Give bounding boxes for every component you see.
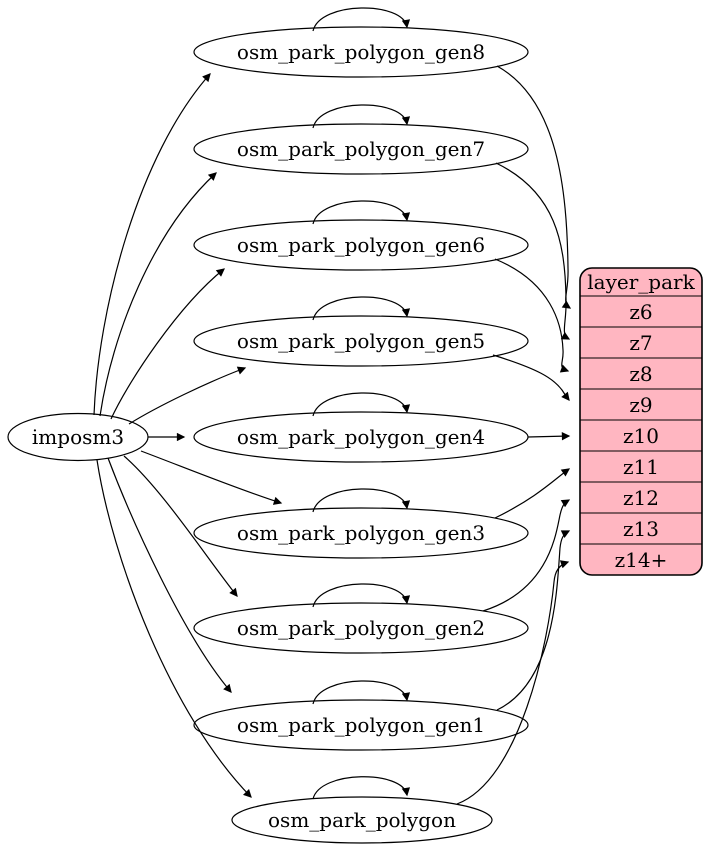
edge-imposm3-gen6 — [110, 268, 225, 420]
edge-gen8-z6 — [496, 65, 572, 309]
layer-row-z6: z6 — [629, 300, 652, 324]
node-osm-park-polygon-gen2: osm_park_polygon_gen2 — [193, 602, 529, 654]
gen4-label: osm_park_polygon_gen4 — [237, 425, 485, 449]
gen5-ellipse — [193, 315, 529, 367]
gen6-label: osm_park_polygon_gen6 — [237, 233, 485, 257]
edges-to-layer-park — [456, 65, 572, 805]
node-osm-park-polygon: osm_park_polygon — [231, 796, 493, 844]
edge-gen7-z7 — [495, 162, 571, 340]
gen8-label: osm_park_polygon_gen8 — [237, 40, 485, 64]
gen2-label: osm_park_polygon_gen2 — [237, 616, 485, 640]
edge-gen6-z8 — [494, 258, 570, 373]
gen6-ellipse — [193, 219, 529, 271]
self-loop-gen8 — [312, 7, 411, 32]
edge-gen3-z11 — [494, 468, 571, 519]
layer-row-z11: z11 — [623, 455, 659, 479]
gen3-ellipse — [193, 507, 529, 559]
gen7-ellipse — [193, 123, 529, 175]
node-osm-park-polygon-gen7: osm_park_polygon_gen7 — [193, 123, 529, 175]
self-loop-gen4 — [312, 392, 411, 417]
node-imposm3: imposm3 — [7, 412, 149, 462]
edge-imposm3-gen8 — [93, 73, 211, 416]
self-loop-gen6 — [312, 200, 411, 225]
node-layer-park: layer_park z6 z7 z8 z9 z10 z11 z12 z13 z… — [579, 267, 703, 576]
layer-row-z7: z7 — [629, 331, 652, 355]
edge-gen4-z10 — [527, 431, 571, 441]
edge-gen5-z9 — [492, 354, 570, 401]
imposm3-label: imposm3 — [32, 425, 124, 449]
self-loop-polygon — [312, 776, 410, 800]
gen3-label: osm_park_polygon_gen3 — [237, 521, 485, 545]
layer-row-z10: z10 — [623, 424, 659, 448]
self-loop-gen1 — [312, 680, 411, 705]
gen5-label: osm_park_polygon_gen5 — [237, 329, 485, 353]
layer-row-z14: z14+ — [615, 548, 668, 572]
self-loop-gen7 — [312, 104, 411, 129]
edge-imposm3-gen3 — [140, 450, 283, 505]
edge-imposm3-polygon — [96, 459, 252, 798]
edge-imposm3-gen5 — [128, 366, 247, 425]
edge-imposm3-gen1 — [107, 457, 232, 693]
layer-park-title: layer_park — [587, 270, 695, 294]
edge-polygon-z14 — [456, 560, 570, 805]
gen2-ellipse — [193, 602, 529, 654]
node-osm-park-polygon-gen1: osm_park_polygon_gen1 — [193, 699, 529, 751]
layer-row-z9: z9 — [629, 393, 652, 417]
self-loop-gen2 — [312, 583, 411, 608]
node-osm-park-polygon-gen8: osm_park_polygon_gen8 — [193, 26, 529, 78]
edge-gen1-z13 — [496, 530, 571, 711]
layer-row-z8: z8 — [629, 362, 652, 386]
edge-imposm3-gen2 — [123, 455, 238, 597]
layer-row-z12: z12 — [623, 486, 659, 510]
node-osm-park-polygon-gen4: osm_park_polygon_gen4 — [193, 411, 529, 463]
edge-imposm3-gen7 — [99, 172, 217, 417]
node-osm-park-polygon-gen6: osm_park_polygon_gen6 — [193, 219, 529, 271]
polygon-ellipse — [231, 796, 493, 844]
self-loop-gen3 — [312, 488, 411, 513]
gen8-ellipse — [193, 26, 529, 78]
edge-gen2-z12 — [482, 499, 571, 612]
node-osm-park-polygon-gen5: osm_park_polygon_gen5 — [193, 315, 529, 367]
layer-park-box — [579, 267, 703, 576]
gen1-ellipse — [193, 699, 529, 751]
polygon-label: osm_park_polygon — [268, 808, 456, 832]
gen7-label: osm_park_polygon_gen7 — [237, 137, 485, 161]
edges-from-imposm3 — [93, 73, 283, 798]
gen1-label: osm_park_polygon_gen1 — [237, 713, 485, 737]
layer-row-z13: z13 — [623, 517, 659, 541]
node-osm-park-polygon-gen3: osm_park_polygon_gen3 — [193, 507, 529, 559]
self-loop-edges — [312, 7, 411, 800]
self-loop-gen5 — [312, 296, 411, 321]
